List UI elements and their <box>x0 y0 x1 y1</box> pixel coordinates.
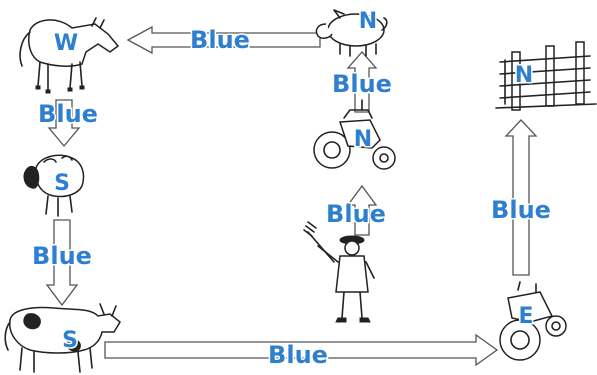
arrow-sheep-to-cow <box>45 219 79 307</box>
edge-label-farmer-tractor: Blue <box>326 200 386 228</box>
arrow-cow-to-tractor <box>104 333 499 367</box>
cow-icon <box>4 303 121 373</box>
farmer-icon <box>303 221 375 323</box>
fence-icon <box>495 41 597 111</box>
arrow-tractor-to-pig <box>346 51 378 113</box>
sheep-icon <box>23 154 85 217</box>
node-letter-fence: N <box>515 63 533 88</box>
node-letter-pig: N <box>359 9 377 34</box>
tractor-icon <box>499 281 567 361</box>
horse-icon <box>19 17 120 94</box>
pig-icon <box>315 9 388 57</box>
arrow-horse-to-sheep <box>47 99 81 148</box>
edge-label-horse-sheep: Blue <box>38 100 98 128</box>
node-letter-tractor-top: N <box>354 127 372 152</box>
edge-label-tractor-fence: Blue <box>491 196 551 224</box>
arrow-tractor-to-fence <box>504 119 538 276</box>
tractor-icon <box>313 99 396 170</box>
edge-label-sheep-cow: Blue <box>32 242 92 270</box>
edge-label-cow-tractor: Blue <box>268 341 328 369</box>
edge-label-pig-horse: Blue <box>190 26 250 54</box>
arrow-pig-to-horse <box>126 25 321 55</box>
node-letter-horse: W <box>54 31 78 56</box>
arrow-farmer-to-tractor <box>346 184 378 236</box>
node-letter-cow: S <box>62 328 78 353</box>
node-letter-tractor-bottom: E <box>518 304 533 329</box>
edge-label-tractor-pig: Blue <box>332 70 392 98</box>
node-letter-sheep: S <box>54 171 70 196</box>
